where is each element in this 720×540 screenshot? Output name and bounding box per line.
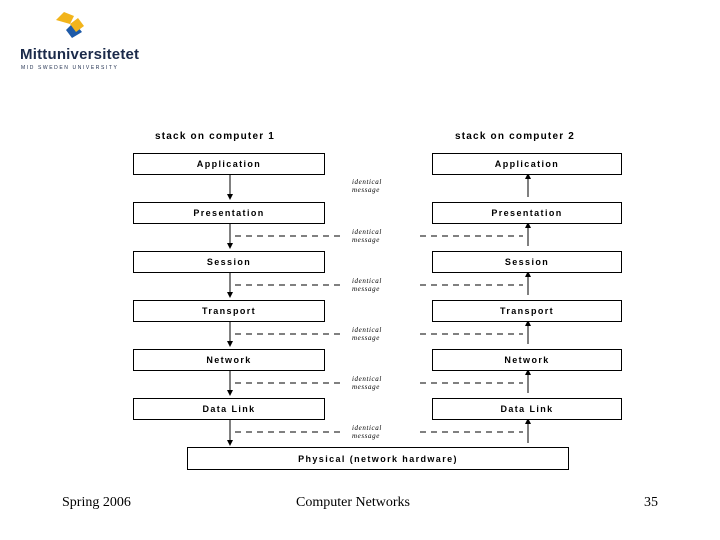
page-number: 35 bbox=[644, 495, 658, 510]
left-layer-application: Application bbox=[133, 153, 325, 175]
right-layer-network: Network bbox=[432, 349, 622, 371]
left-layer-data-link: Data Link bbox=[133, 398, 325, 420]
footer-date: Spring 2006 bbox=[62, 495, 131, 510]
stack2-title: stack on computer 2 bbox=[455, 131, 576, 142]
logo-subtitle: MID SWEDEN UNIVERSITY bbox=[21, 65, 119, 71]
left-layer-session: Session bbox=[133, 251, 325, 273]
university-logo: Mittuniversitetet MID SWEDEN UNIVERSITY bbox=[8, 8, 148, 71]
right-layer-presentation: Presentation bbox=[432, 202, 622, 224]
left-layer-presentation: Presentation bbox=[133, 202, 325, 224]
logo-name: Mittuniversitetet bbox=[20, 46, 140, 63]
stack1-title: stack on computer 1 bbox=[155, 131, 276, 142]
right-layer-transport: Transport bbox=[432, 300, 622, 322]
left-layer-transport: Transport bbox=[133, 300, 325, 322]
physical-layer: Physical (network hardware) bbox=[187, 447, 569, 470]
logo-emblem-icon bbox=[56, 12, 84, 38]
right-layer-application: Application bbox=[432, 153, 622, 175]
footer-title: Computer Networks bbox=[296, 495, 410, 510]
right-layer-data-link: Data Link bbox=[432, 398, 622, 420]
left-layer-network: Network bbox=[133, 349, 325, 371]
right-layer-session: Session bbox=[432, 251, 622, 273]
